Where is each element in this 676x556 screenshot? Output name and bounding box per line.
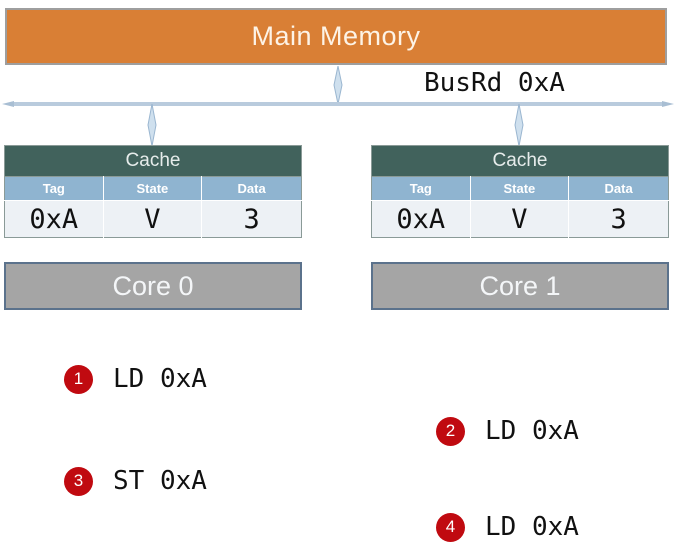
column-header-tag-0: Tag xyxy=(4,176,104,201)
list-item: 3 ST 0xA xyxy=(64,466,207,496)
cache-table-header-row-0: Tag State Data xyxy=(4,176,302,201)
core-block-0: Core 0 xyxy=(4,262,302,310)
cache-block-0: Cache Tag State Data 0xA V 3 xyxy=(4,145,302,238)
cache-title-1: Cache xyxy=(371,145,669,176)
table-row: 0xA V 3 xyxy=(4,200,302,238)
cell-tag-1: 0xA xyxy=(371,200,471,238)
bus-cache0-connector-arrow xyxy=(147,104,157,146)
step-badge-2: 2 xyxy=(436,416,465,446)
step-instruction-4: LD 0xA xyxy=(485,512,579,542)
cache-block-1: Cache Tag State Data 0xA V 3 xyxy=(371,145,669,238)
cache-table-0: Tag State Data 0xA V 3 xyxy=(4,176,302,238)
bus-transaction-label: BusRd 0xA xyxy=(424,68,565,98)
bus-cache1-connector-arrow xyxy=(514,104,524,146)
cell-state-0: V xyxy=(103,200,203,238)
main-memory-label: Main Memory xyxy=(251,21,421,51)
cache-title-label-0: Cache xyxy=(125,150,181,171)
cache-title-0: Cache xyxy=(4,145,302,176)
step-instruction-3: ST 0xA xyxy=(113,466,207,496)
core-label-1: Core 1 xyxy=(479,270,561,301)
core-label-0: Core 0 xyxy=(112,270,194,301)
step-badge-3: 3 xyxy=(64,466,93,496)
system-bus-arrow xyxy=(2,101,674,107)
cache-table-1: Tag State Data 0xA V 3 xyxy=(371,176,669,238)
memory-bus-connector-arrow xyxy=(333,66,343,104)
table-row: 0xA V 3 xyxy=(371,200,669,238)
column-header-data-0: Data xyxy=(201,176,302,201)
column-header-tag-1: Tag xyxy=(371,176,471,201)
cache-table-header-row-1: Tag State Data xyxy=(371,176,669,201)
list-item: 4 LD 0xA xyxy=(436,512,579,542)
main-memory-block: Main Memory xyxy=(5,8,667,65)
column-header-state-1: State xyxy=(470,176,570,201)
step-instruction-2: LD 0xA xyxy=(485,416,579,446)
list-item: 2 LD 0xA xyxy=(436,416,579,446)
cell-data-1: 3 xyxy=(568,200,669,238)
step-instruction-1: LD 0xA xyxy=(113,364,207,394)
list-item: 1 LD 0xA xyxy=(64,364,207,394)
column-header-data-1: Data xyxy=(568,176,669,201)
cell-tag-0: 0xA xyxy=(4,200,104,238)
column-header-state-0: State xyxy=(103,176,203,201)
cache-title-label-1: Cache xyxy=(492,150,548,171)
step-badge-1: 1 xyxy=(64,364,93,394)
cell-data-0: 3 xyxy=(201,200,302,238)
step-badge-4: 4 xyxy=(436,512,465,542)
core-block-1: Core 1 xyxy=(371,262,669,310)
cell-state-1: V xyxy=(470,200,570,238)
